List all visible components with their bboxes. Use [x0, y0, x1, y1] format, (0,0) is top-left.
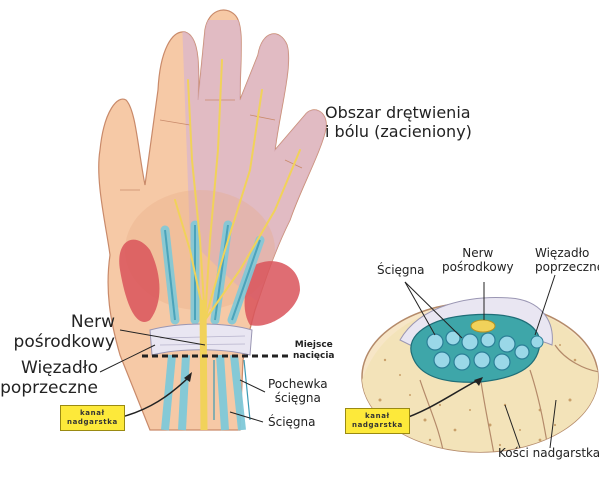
median-nerve-main [199, 299, 208, 431]
hand-leader-lines [99, 329, 266, 423]
median-nerve-cross-section [470, 319, 496, 333]
bone-speckles [378, 344, 586, 447]
tag-left-arrowhead [184, 372, 192, 382]
tendons-left-label: Ścięgna [268, 415, 316, 429]
median-nerve-left-label: Nerw pośrodkowy [13, 312, 115, 353]
numbness-label: Obszar drętwienia i bólu (zacieniony) [325, 103, 472, 142]
cross-section-illustration [361, 297, 599, 453]
median-nerve-branches [174, 59, 301, 321]
carpal-tunnel-tag-left: kanał nadgarstka [60, 405, 125, 431]
ligament-left-label: Więzadło poprzeczne [0, 358, 98, 399]
thenar-muscle [119, 239, 160, 322]
side-tendon [530, 335, 544, 349]
ligament-right-label: Więzadło poprzeczne [535, 246, 599, 275]
tendons-right-label: Ścięgna [377, 263, 425, 277]
tag-left-arrow [117, 377, 189, 419]
tunnel-tendons [426, 330, 530, 371]
wrist-tendons [161, 354, 246, 431]
median-nerve-right-label: Nerw pośrodkowy [442, 246, 514, 275]
incision-label: Miejsce nacięcia [293, 340, 335, 361]
tag-right-arrowhead [474, 377, 483, 386]
hand-illustration [98, 9, 327, 431]
tendon-sheath [213, 359, 251, 421]
carpal-tunnel-tag-right: kanał nadgarstka [345, 408, 410, 434]
tendon-sheath-label: Pochewka ścięgna [268, 377, 328, 406]
cross-section-leader-lines [404, 274, 557, 449]
carpal-bones-label: Kości nadgarstka [498, 446, 600, 460]
hypothenar-muscle [244, 261, 300, 326]
